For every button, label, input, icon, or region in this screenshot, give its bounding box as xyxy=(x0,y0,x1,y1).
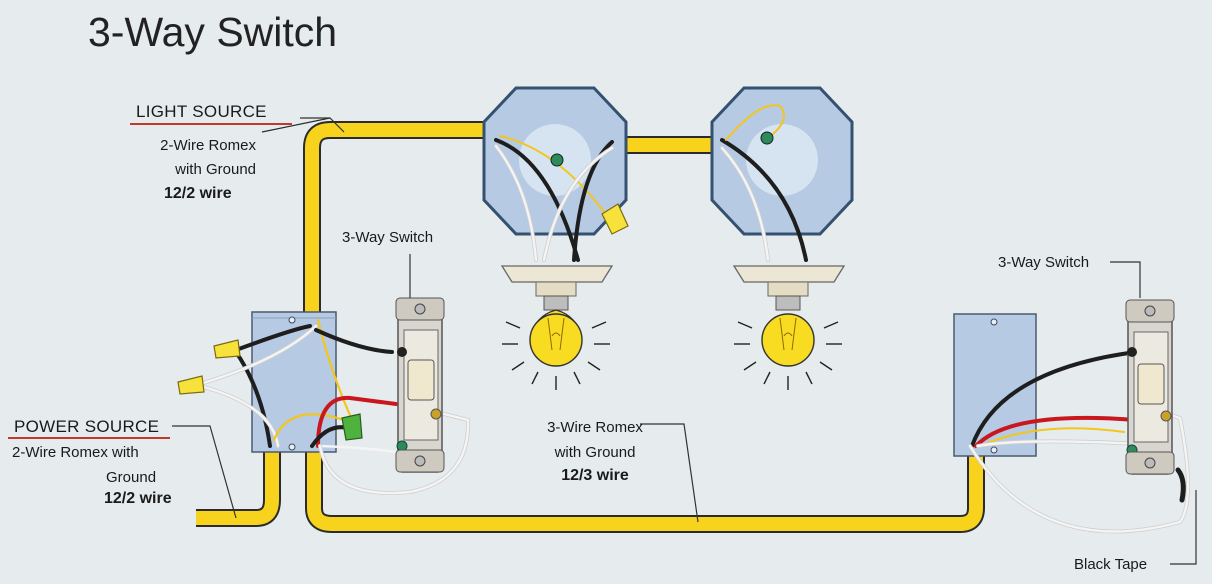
switch-left-label: 3-Way Switch xyxy=(342,229,434,246)
romex3-line1: 3-Wire Romex xyxy=(547,419,643,436)
light-source-line2: with Ground xyxy=(175,161,256,178)
power-source-line2: Ground xyxy=(106,469,157,486)
wire-nut-left-lower xyxy=(177,375,205,395)
power-source-gauge: 12/2 wire xyxy=(104,490,172,507)
light-source-heading: LIGHT SOURCE xyxy=(136,102,267,121)
callout-lines xyxy=(172,117,1197,565)
switch-right-label: 3-Way Switch xyxy=(998,254,1090,271)
cable-3-wire-romex xyxy=(305,446,985,533)
romex3-line2: with Ground xyxy=(554,444,636,461)
light-source-gauge: 12/2 wire xyxy=(164,185,232,202)
wire-nut-left-upper xyxy=(213,339,241,359)
light-source-line1: 2-Wire Romex xyxy=(160,137,256,154)
ground-screw-right xyxy=(760,131,774,145)
switch-left-device xyxy=(395,297,445,473)
wire-nut-fixture xyxy=(601,203,629,235)
diagram-title: 3-Way Switch xyxy=(88,9,338,55)
lamp-right xyxy=(732,265,846,390)
cable-power-source xyxy=(196,446,281,527)
black-tape-label: Black Tape xyxy=(1074,556,1148,573)
power-source-line1: 2-Wire Romex with xyxy=(12,444,139,461)
switch-right-device xyxy=(1125,299,1175,475)
ground-screw-left xyxy=(550,153,564,167)
lamp-left xyxy=(500,265,614,390)
cable-light-source xyxy=(261,117,496,318)
wire-nut-green xyxy=(341,413,363,441)
romex3-gauge: 12/3 wire xyxy=(561,467,629,484)
power-source-heading: POWER SOURCE xyxy=(14,417,160,436)
